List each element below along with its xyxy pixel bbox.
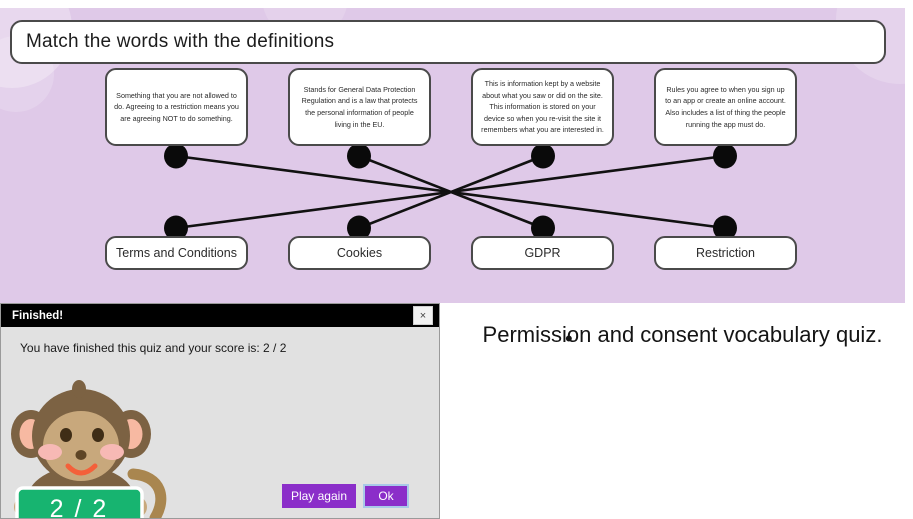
answer-label: Cookies <box>336 245 383 260</box>
monkey-tuft <box>72 380 86 398</box>
play-again-button[interactable]: Play again <box>281 484 356 508</box>
ok-button[interactable]: Ok <box>363 484 409 508</box>
connector-line <box>175 154 726 230</box>
connector-node-top <box>531 143 555 169</box>
answer-card-cookies[interactable]: Cookies <box>288 236 431 270</box>
note-text: Permission and consent vocabulary quiz. <box>482 322 883 347</box>
connector-node-top <box>164 143 188 169</box>
definition-text: This is information kept by a website ab… <box>481 78 604 135</box>
connector-node-top <box>713 143 737 169</box>
monkey-nose <box>75 450 87 460</box>
presentation-slide: Match the words with the definitions Som… <box>0 8 905 303</box>
connector-node-top <box>347 143 371 169</box>
score-badge-text: 2 / 2 <box>50 495 109 519</box>
answer-label: Terms and Conditions <box>116 245 237 260</box>
definition-text: Something that you are not allowed to do… <box>114 90 239 123</box>
definition-card-cookies[interactable]: This is information kept by a website ab… <box>471 68 614 146</box>
monkey-eye-right <box>92 428 104 442</box>
connector-line <box>175 154 726 230</box>
dialog-title: Finished! <box>12 309 64 322</box>
definition-card-terms[interactable]: Rules you agree to when you sign up to a… <box>654 68 797 146</box>
definition-card-gdpr[interactable]: Stands for General Data Protection Regul… <box>288 68 431 146</box>
dialog-button-group: Play again Ok <box>281 484 409 508</box>
close-icon[interactable]: × <box>413 306 433 325</box>
monkey-mouth <box>65 463 98 476</box>
dialog-message: You have finished this quiz and your sco… <box>20 341 287 355</box>
answer-label: GDPR <box>524 245 561 260</box>
score-badge <box>15 486 144 518</box>
monkey-eye-left <box>60 428 72 442</box>
connector-line <box>358 154 544 230</box>
monkey-illustration: 2 / 2 <box>11 380 167 519</box>
monkey-cheek-right <box>100 444 124 460</box>
bullet-icon: • <box>565 326 573 351</box>
definition-card-restriction[interactable]: Something that you are not allowed to do… <box>105 68 248 146</box>
answer-card-restriction[interactable]: Restriction <box>654 236 797 270</box>
definition-text: Stands for General Data Protection Regul… <box>301 84 418 129</box>
monkey-tail <box>127 468 167 518</box>
dialog-titlebar: Finished! × <box>1 304 439 327</box>
finished-dialog: Finished! × You have finished this quiz … <box>0 303 440 519</box>
page-title: Match the words with the definitions <box>26 31 335 52</box>
monkey-cheek-left <box>38 444 62 460</box>
answer-card-gdpr[interactable]: GDPR <box>471 236 614 270</box>
answer-label: Restriction <box>695 245 756 260</box>
definition-text: Rules you agree to when you sign up to a… <box>665 84 786 129</box>
slide-title-box: Match the words with the definitions <box>10 20 886 64</box>
answer-card-terms-and-conditions[interactable]: Terms and Conditions <box>105 236 248 270</box>
slide-note: • Permission and consent vocabulary quiz… <box>455 320 910 351</box>
connector-line <box>358 154 544 230</box>
